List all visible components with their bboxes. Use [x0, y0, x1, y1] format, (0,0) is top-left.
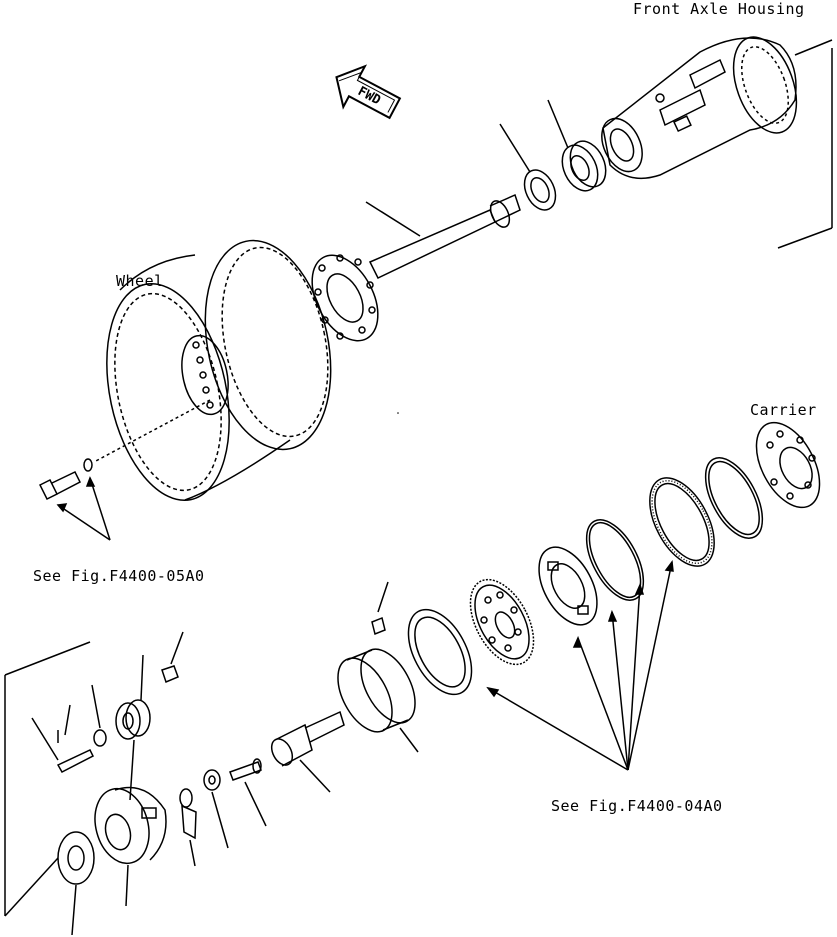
- front-axle-housing: [601, 36, 833, 249]
- fwd-arrow-icon: FWD: [335, 64, 402, 120]
- nut: [161, 631, 184, 684]
- see-fig-reference-1: See Fig.F4400-05A0: [33, 567, 205, 585]
- lock-washer: [179, 788, 197, 867]
- planet-pin: [31, 704, 95, 773]
- sun-gear: [4, 641, 95, 936]
- wheel-bolt: [38, 458, 111, 541]
- ring-gear: [649, 477, 715, 567]
- pin: [371, 581, 389, 636]
- wheel-label: Wheel: [116, 272, 164, 290]
- needle-bearing: [91, 684, 107, 747]
- thrust-plate: [538, 546, 598, 626]
- planet-gear: [115, 654, 151, 801]
- splined-shaft: [270, 710, 345, 793]
- axle-shaft: [311, 193, 521, 342]
- see-fig-reference-2: See Fig.F4400-04A0: [551, 797, 723, 815]
- bearing-outer: [547, 99, 607, 192]
- carrier: [755, 421, 821, 509]
- friction-ring: [407, 608, 473, 696]
- wheel: [93, 239, 332, 502]
- gear-drum: [337, 648, 419, 753]
- o-ring: [704, 457, 764, 539]
- seal-ring: [499, 123, 557, 211]
- snap-ring: [585, 519, 645, 601]
- small-bolt: [229, 758, 267, 827]
- hub-disc: [469, 578, 535, 666]
- washer: [203, 769, 229, 849]
- front-axle-housing-label: Front Axle Housing: [633, 0, 805, 18]
- planet-carrier: [94, 786, 167, 907]
- carrier-label: Carrier: [750, 401, 817, 419]
- reference-arrows: [486, 560, 674, 771]
